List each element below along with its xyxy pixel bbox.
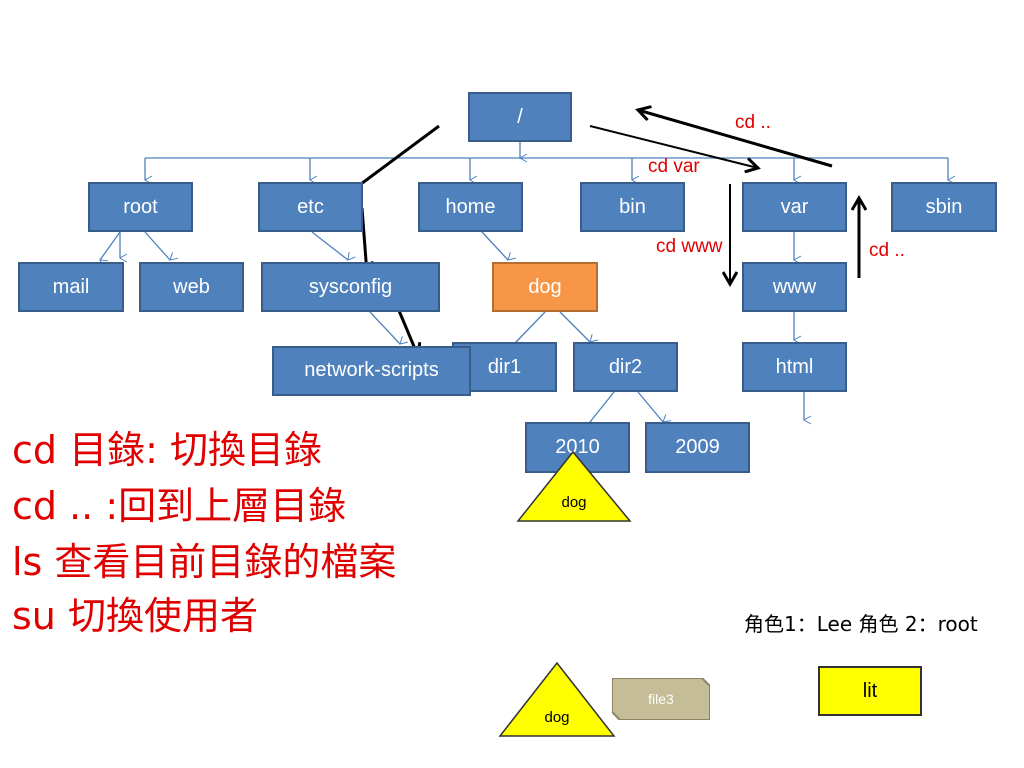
arrow-var-to-root (638, 110, 833, 168)
roles-text: 角色1：Lee 角色 2：root (744, 612, 978, 636)
command-su: su 切換使用者 (12, 594, 258, 638)
node-network-scripts: network-scripts (272, 346, 471, 396)
triangle-dog-top-label: dog (561, 494, 587, 511)
node-html: html (742, 342, 847, 392)
node-root: root (88, 182, 193, 232)
node-bin: bin (580, 182, 685, 232)
node-dir2: dir2 (573, 342, 678, 392)
command-cd: cd 目錄: 切換目錄 (12, 428, 322, 472)
command-ls: ls 查看目前目錄的檔案 (12, 540, 397, 584)
triangle-dog-bottom-label: dog (544, 709, 570, 726)
command-cd-up: cd .. :回到上層目錄 (12, 484, 347, 528)
node-2009: 2009 (645, 422, 750, 473)
annotation-cd-www: cd www (656, 236, 723, 257)
annotation-cd-up-top: cd .. (735, 112, 771, 133)
arrow-root-to-var (589, 125, 758, 168)
node-sbin: sbin (891, 182, 997, 232)
file3-tag: file3 (612, 678, 710, 720)
node-var: var (742, 182, 847, 232)
lit-box: lit (818, 666, 922, 716)
annotation-cd-up-right: cd .. (869, 240, 905, 261)
node-2010: 2010 (525, 422, 630, 473)
node-home: home (418, 182, 523, 232)
node-mail: mail (18, 262, 124, 312)
file3-label: file3 (648, 691, 674, 707)
annotation-cd-var: cd var (648, 156, 700, 177)
node-web: web (139, 262, 244, 312)
node-dog-selected: dog (492, 262, 598, 312)
node-root-dir: / (468, 92, 572, 142)
node-etc: etc (258, 182, 363, 232)
node-sysconfig: sysconfig (261, 262, 440, 312)
node-www: www (742, 262, 847, 312)
